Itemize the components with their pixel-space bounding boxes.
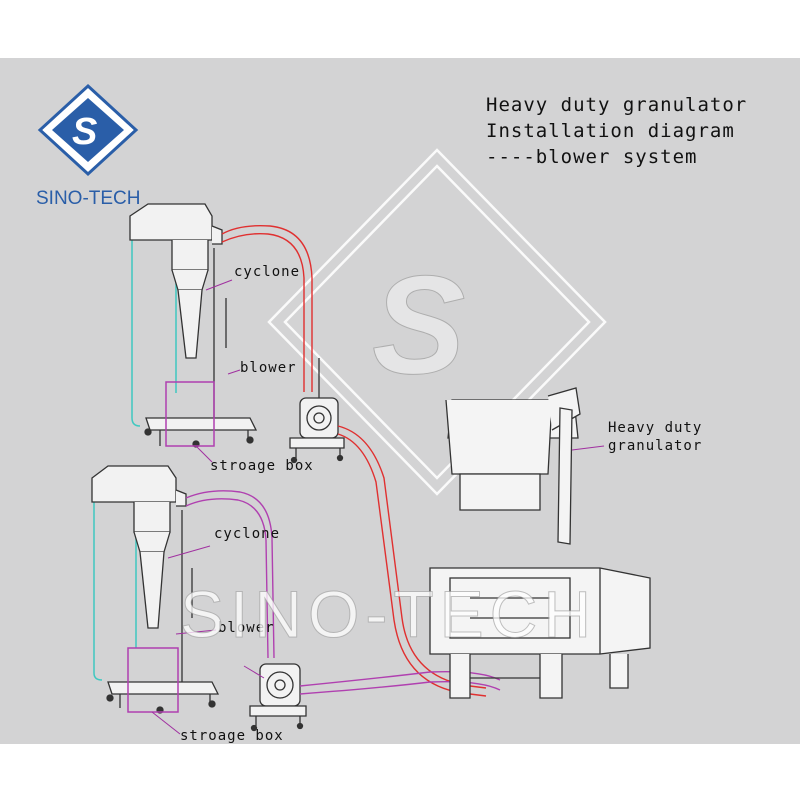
lower-storage-label: stroage box — [180, 728, 284, 744]
granulator-machine — [429, 387, 651, 699]
upper-blower — [289, 358, 345, 464]
title-line-2: Installation diagram — [486, 120, 735, 142]
svg-text:S: S — [372, 246, 465, 403]
granulator-label-line-1: Heavy duty — [608, 420, 703, 436]
lower-cyclone-label: cyclone — [214, 526, 281, 542]
sino-tech-s-logo-icon: S — [37, 83, 139, 177]
leader-lines — [151, 279, 605, 735]
watermark-text: SINO-TECH — [180, 577, 597, 652]
granulator-label-line-2: granulator — [608, 438, 703, 454]
diagram-canvas: S S — [0, 58, 800, 744]
lower-system — [91, 465, 220, 714]
diagram-drawing: S S — [37, 83, 651, 735]
upper-red-pipe — [221, 224, 487, 697]
upper-storage-box — [165, 381, 215, 447]
title-line-3: ----blower system — [486, 146, 698, 168]
svg-text:S: S — [72, 111, 97, 153]
upper-cyclone-label: cyclone — [234, 264, 301, 280]
watermark-diamond: S — [267, 148, 607, 496]
title-line-1: Heavy duty granulator — [486, 94, 748, 116]
upper-blower-label: blower — [240, 360, 297, 376]
lower-purple-pipe — [185, 490, 501, 695]
upper-storage-label: stroage box — [210, 458, 314, 474]
logo-text: SINO-TECH — [36, 188, 141, 209]
lower-blower — [249, 663, 307, 732]
lower-blower-label: blower — [218, 620, 275, 636]
lower-storage-box — [127, 647, 179, 713]
upper-system — [129, 203, 258, 448]
